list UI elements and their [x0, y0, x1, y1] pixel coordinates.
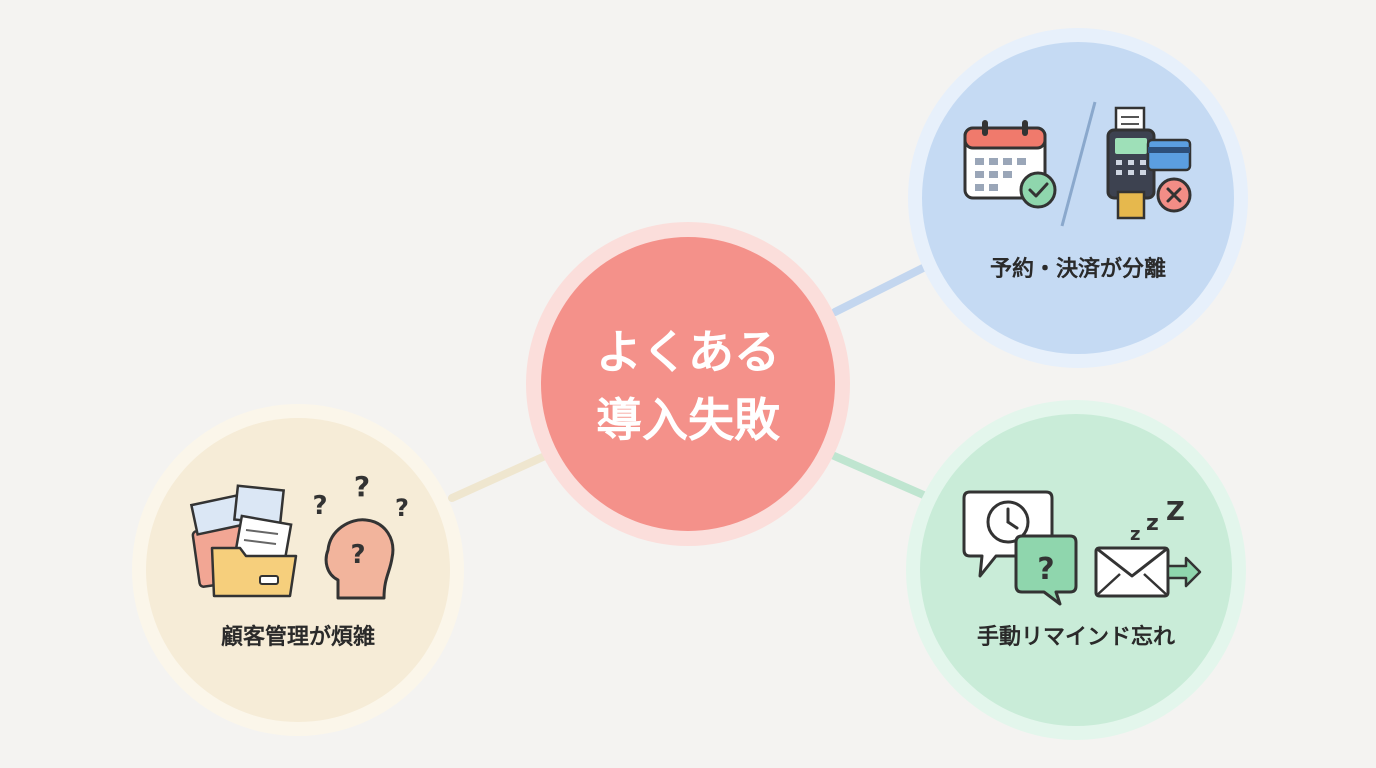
center-title-line1: よくある: [596, 325, 780, 379]
svg-text:?: ?: [354, 470, 370, 503]
node-label-customer-management: 顧客管理が煩雑: [221, 624, 375, 650]
node-booking-payment: 予約・決済が分離: [908, 28, 1248, 368]
confused-head-icon: ? ? ? ?: [312, 470, 409, 600]
svg-text:?: ?: [312, 491, 327, 521]
svg-text:z: z: [1146, 511, 1159, 536]
node-label-manual-reminder: 手動リマインド忘れ: [977, 624, 1175, 650]
svg-text:Z: Z: [1166, 497, 1185, 527]
connector-manual-reminder: [828, 451, 939, 504]
center-node: よくある 導入失敗: [526, 222, 850, 546]
svg-text:?: ?: [1037, 552, 1054, 587]
separator-slash: [1060, 101, 1097, 227]
svg-text:z: z: [1130, 524, 1140, 545]
svg-text:?: ?: [350, 540, 365, 570]
payment-terminal-x-icon: [1106, 106, 1192, 220]
connector-booking-payment: [831, 258, 939, 316]
sleeping-envelope-icon: z z Z: [1094, 497, 1202, 598]
calendar-check-icon: [963, 120, 1057, 209]
svg-text:?: ?: [395, 494, 409, 522]
node-manual-reminder: ? z z Z 手動リマインド忘れ: [906, 400, 1246, 740]
node-label-booking-payment: 予約・決済が分離: [990, 256, 1166, 282]
clock-question-chat-icon: ?: [962, 490, 1078, 606]
messy-folders-icon: [189, 484, 298, 598]
center-title-line2: 導入失敗: [596, 393, 781, 447]
connector-customer-management: [448, 452, 549, 502]
node-customer-management: ? ? ? ? 顧客管理が煩雑: [132, 404, 464, 736]
